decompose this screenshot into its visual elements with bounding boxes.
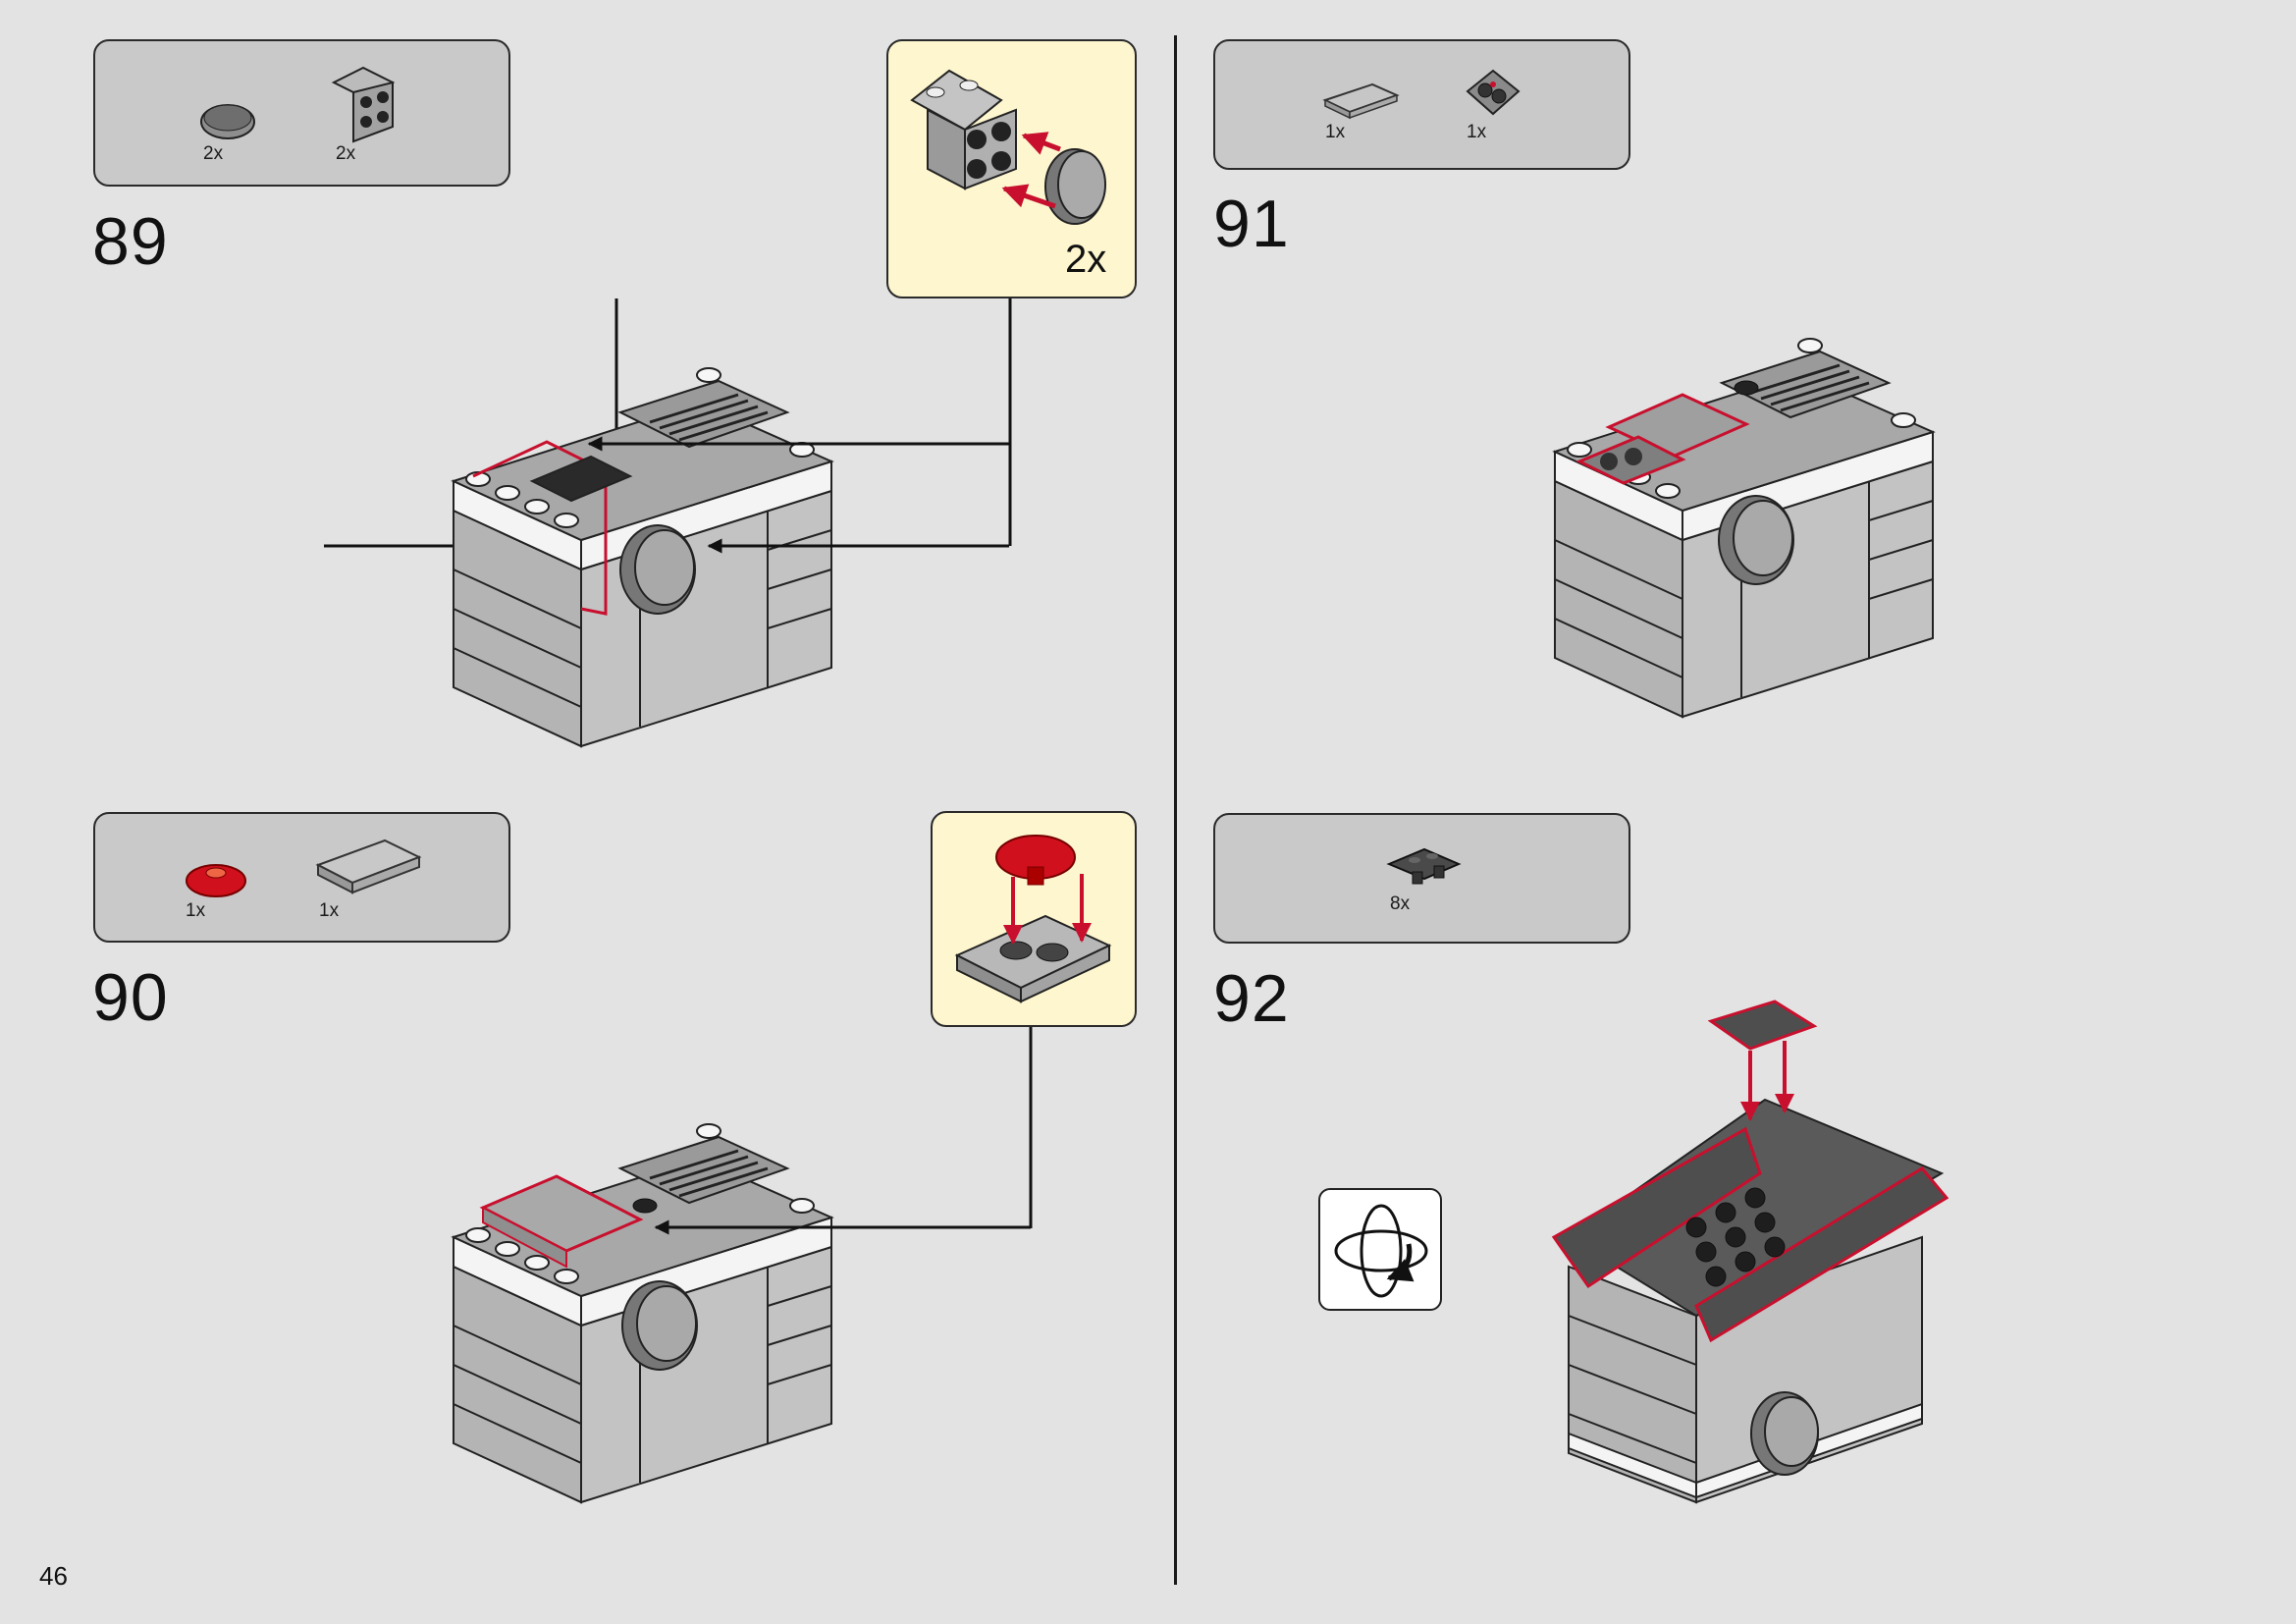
step-90-part-1-qty: 1x bbox=[186, 900, 206, 921]
step-90-parts-box: 1x 1x bbox=[93, 812, 510, 943]
step-90-number: 90 bbox=[92, 960, 169, 1035]
step-90-part-2-qty: 1x bbox=[319, 900, 340, 921]
step-90-model bbox=[452, 1122, 833, 1504]
step-92-parts-box: 8x bbox=[1213, 813, 1630, 944]
step-89-leader-vertical bbox=[1008, 298, 1012, 546]
step-90-arrow bbox=[654, 1219, 1031, 1235]
step-92-part-1-qty: 8x bbox=[1390, 893, 1411, 914]
step-92-model bbox=[1551, 1000, 1949, 1504]
step-91-part-2-qty: 1x bbox=[1467, 122, 1487, 142]
page-number: 46 bbox=[39, 1561, 68, 1591]
round-grille-tile-icon bbox=[200, 104, 255, 139]
rotate-model-icon bbox=[1318, 1188, 1442, 1311]
step-90-callout bbox=[931, 811, 1137, 1027]
step-91-parts-box: 1x 1x bbox=[1213, 39, 1630, 170]
step-89-callout-multiplier: 2x bbox=[1065, 238, 1107, 281]
red-plate-on-plate-icon bbox=[954, 835, 1112, 1003]
gray-tile-1x2-icon bbox=[1322, 82, 1400, 120]
step-89-model bbox=[452, 366, 833, 748]
step-89-part-1-qty: 2x bbox=[203, 143, 224, 164]
step-89-callout: 2x bbox=[886, 39, 1137, 298]
dark-clip-plate-icon bbox=[1386, 847, 1462, 885]
bracket-assembly-icon bbox=[910, 69, 1106, 225]
step-91-model bbox=[1553, 337, 1935, 719]
step-89-parts-box: 2x 2x bbox=[93, 39, 510, 187]
step-89-arrows bbox=[587, 436, 1009, 554]
step-92-number: 92 bbox=[1213, 961, 1290, 1036]
step-91-part-1-qty: 1x bbox=[1325, 122, 1346, 142]
red-round-plate-icon bbox=[186, 864, 246, 897]
gauge-tile-icon bbox=[1466, 69, 1521, 116]
step-90-leader-vertical bbox=[1029, 1027, 1033, 1228]
gray-tile-2x3-icon bbox=[315, 839, 422, 894]
step-89-number: 89 bbox=[92, 204, 169, 279]
bracket-2x2-icon bbox=[331, 66, 396, 143]
page-divider bbox=[1174, 35, 1177, 1585]
step-89-part-2-qty: 2x bbox=[336, 143, 356, 164]
step-91-number: 91 bbox=[1213, 187, 1290, 261]
